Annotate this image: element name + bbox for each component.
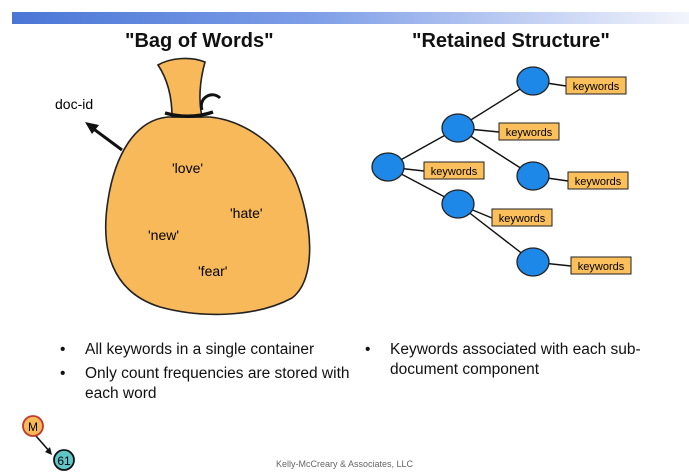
keyword-label: keywords (570, 256, 632, 275)
tree-node (516, 247, 550, 277)
keyword-label: keywords (565, 76, 627, 95)
bag-word-new: 'new' (148, 227, 179, 243)
bullet-text: Only count frequencies are stored with e… (85, 365, 350, 402)
title-accent-bar (12, 12, 689, 24)
bullet-dot: • (365, 341, 371, 358)
tree-node (441, 113, 475, 143)
retained-structure-title: "Retained Structure" (412, 30, 610, 52)
bag-tie (164, 110, 214, 118)
bag-neck (156, 57, 206, 118)
bullet-dot: • (60, 341, 66, 358)
bullet-dot: • (60, 365, 66, 382)
keyword-label: keywords (491, 208, 553, 227)
bag-body (104, 116, 311, 316)
retained-structure-bullets: • Keywords associated with each sub-docu… (362, 340, 662, 384)
bag-of-words-title: "Bag of Words" (125, 30, 274, 52)
logo-bottom-letter: 61 (57, 454, 71, 468)
bag-word-hate: 'hate' (230, 205, 263, 221)
svg-text:keywords: keywords (506, 127, 553, 139)
keyword-label: keywords (423, 161, 485, 180)
logo-top-letter: M (28, 420, 38, 434)
tree-nodes (371, 66, 550, 277)
bullet-item: • Only count frequencies are stored with… (57, 364, 357, 404)
doc-id-label: doc-id (55, 96, 93, 112)
doc-id-arrow (90, 125, 123, 152)
tree-node-root (371, 152, 405, 182)
doc-id-arrowhead (85, 122, 99, 134)
keyword-label: keywords (498, 122, 560, 141)
bag-illustration: doc-id 'love' 'hate' 'new' 'fear' (55, 57, 311, 316)
tree-node (441, 189, 475, 219)
bag-word-love: 'love' (172, 160, 203, 176)
svg-text:keywords: keywords (431, 166, 478, 178)
logo-arrowhead (45, 447, 52, 455)
bag-tie-loop (199, 93, 222, 111)
bag-of-words-bullets: • All keywords in a single container • O… (57, 340, 357, 408)
svg-text:keywords: keywords (499, 213, 546, 225)
bullet-item: • Keywords associated with each sub-docu… (362, 340, 662, 380)
footer-credit: Kelly-McCreary & Associates, LLC (275, 459, 414, 469)
keyword-labels: keywords keywords keywords keywords keyw… (423, 76, 632, 275)
bullet-text: All keywords in a single container (85, 341, 315, 358)
logo-top-circle (22, 415, 44, 437)
svg-text:keywords: keywords (578, 261, 625, 273)
bag-word-fear: 'fear' (198, 263, 227, 279)
svg-text:keywords: keywords (575, 176, 622, 188)
logo-bottom-circle (53, 449, 75, 471)
logo: M 61 (22, 415, 75, 471)
bullet-text: Keywords associated with each sub-docume… (390, 341, 641, 378)
svg-text:keywords: keywords (573, 81, 620, 93)
tree-node (516, 66, 550, 96)
tree-node (516, 161, 550, 191)
bullet-item: • All keywords in a single container (57, 340, 357, 360)
keyword-label: keywords (567, 171, 629, 190)
